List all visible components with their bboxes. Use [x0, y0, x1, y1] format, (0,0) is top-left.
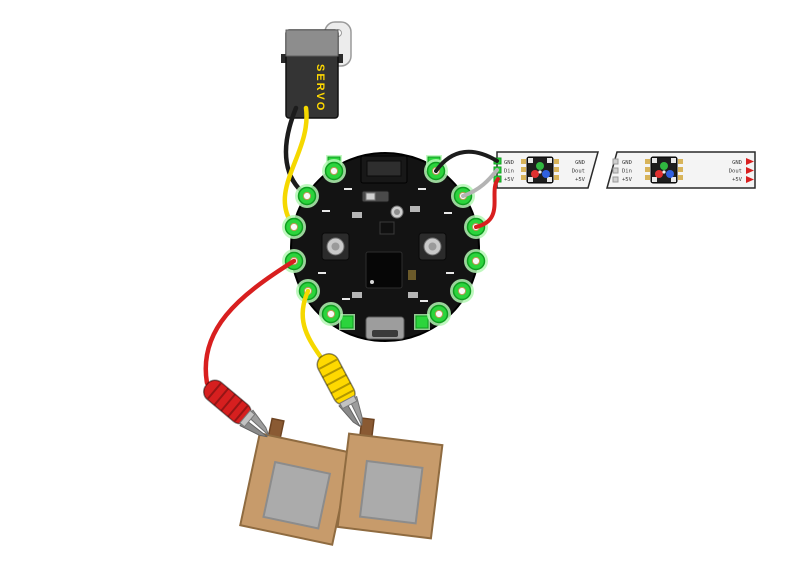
micro-usb-opening [372, 330, 398, 337]
strip-label: GND [732, 160, 742, 166]
reset-button-cap [394, 209, 400, 215]
clip-wire-red [203, 258, 297, 386]
red-alligator-clip [198, 375, 277, 446]
circuit-playground-board [281, 152, 489, 342]
servo-wire-yellow [282, 105, 309, 227]
board-pad [294, 183, 320, 209]
button-a [321, 232, 350, 261]
strip-label: Din [622, 169, 632, 175]
strip-label: GND [575, 160, 585, 166]
strip-label: GND [622, 160, 632, 166]
board-pad [426, 301, 452, 327]
strip-continue-arrow [746, 167, 754, 174]
strip-label: Dout [729, 169, 742, 175]
strip-pad [612, 158, 619, 165]
board-pad [463, 248, 489, 274]
strip-pad [612, 176, 619, 183]
touch-pad-right [336, 417, 444, 540]
yellow-alligator-clip [312, 349, 372, 433]
strip-label: Din [504, 169, 514, 175]
strip-wire-gray [461, 168, 499, 198]
button-b [418, 232, 447, 261]
strip-label: +5V [732, 177, 743, 183]
strip-wire-black [434, 149, 499, 173]
strip-label: +5V [622, 177, 633, 183]
jst-battery-connector-slot [366, 160, 402, 177]
small-component [410, 206, 420, 212]
strip-pad [612, 167, 619, 174]
board-pad [281, 214, 307, 240]
slide-switch-knob [365, 192, 376, 201]
small-chip [379, 221, 395, 235]
board-pad [321, 158, 347, 184]
board-pad [318, 301, 344, 327]
strip-continue-arrow [746, 158, 754, 165]
strip-label: +5V [504, 177, 515, 183]
chip-pin1-dot [370, 280, 374, 284]
strip-label: +5V [575, 177, 586, 183]
neopixel-led-2 [644, 156, 684, 184]
neopixel-strip: GND Din +5V GND Dout +5V GND Din +5V GND… [493, 151, 756, 189]
servo-top-cap [285, 29, 339, 57]
board-body [290, 152, 480, 342]
small-component [408, 292, 418, 298]
strip-continue-arrow [746, 176, 754, 183]
servo-label: SERVO [314, 64, 326, 112]
silkscreen-marks [318, 188, 454, 302]
strip-wire-red [474, 177, 500, 229]
small-component [352, 292, 362, 298]
servo-motor: SERVO [281, 21, 352, 119]
touch-pad-left [239, 417, 353, 546]
clip-wire-yellow [300, 288, 323, 359]
board-pad [449, 278, 475, 304]
small-component [408, 270, 416, 280]
main-chip [365, 251, 403, 289]
neopixel-led-1 [520, 156, 560, 184]
small-component [352, 212, 362, 218]
strip-label: GND [504, 160, 514, 166]
strip-label: Dout [572, 169, 585, 175]
